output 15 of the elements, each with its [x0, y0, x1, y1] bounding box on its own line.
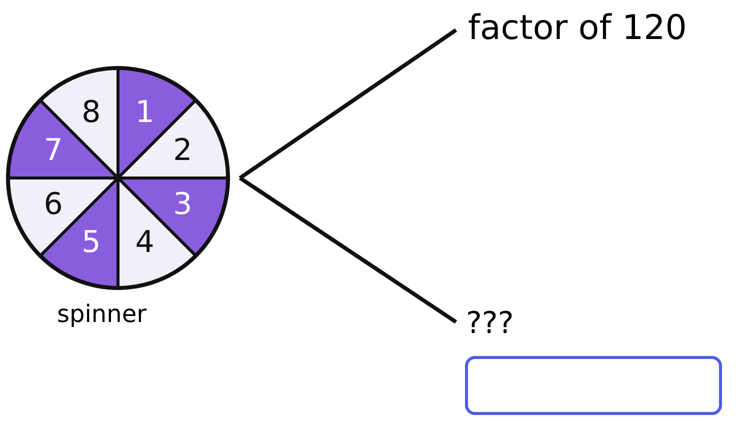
sector-number: 4 — [135, 228, 154, 258]
answer-box — [465, 356, 722, 415]
sector-number: 3 — [173, 190, 192, 220]
sector-number: 2 — [173, 136, 192, 166]
spinner-wheel — [5, 65, 231, 291]
sector-number: 8 — [82, 98, 101, 128]
sector-number: 1 — [135, 98, 154, 128]
sector-number: 6 — [44, 190, 63, 220]
node-label: spinner — [57, 300, 146, 328]
branch-outcome: ??? — [466, 306, 514, 341]
sector-number: 7 — [44, 136, 63, 166]
sector-number: 5 — [82, 228, 101, 258]
branch-line — [238, 176, 458, 324]
branch-line — [238, 28, 458, 180]
branch-outcome: factor of 120 — [468, 8, 687, 48]
